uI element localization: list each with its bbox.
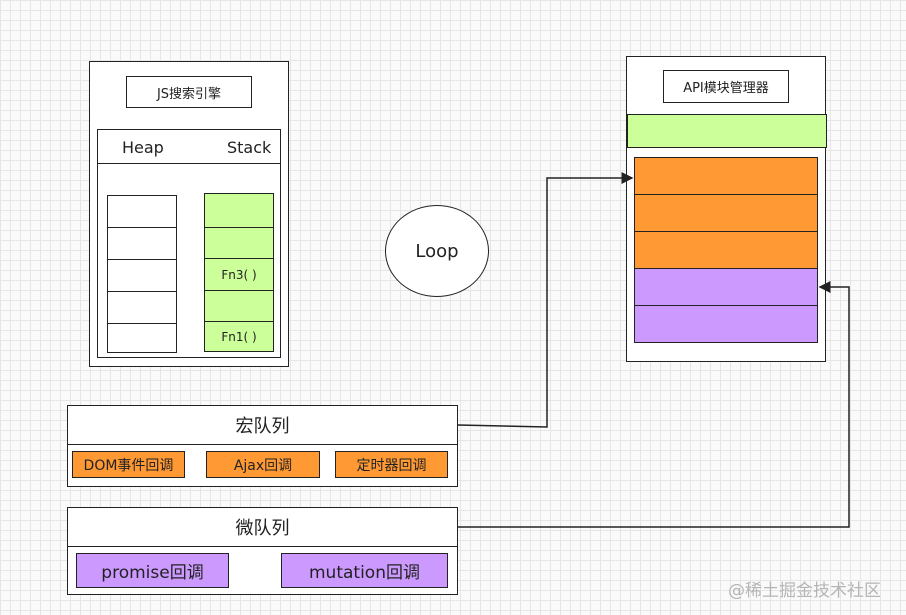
macro-queue-divider bbox=[67, 444, 458, 445]
stack-frame bbox=[204, 290, 274, 322]
heap-cell bbox=[107, 291, 177, 324]
heap-cell bbox=[107, 259, 177, 292]
micro-queue-divider bbox=[67, 546, 458, 547]
micro-item-mutation-callback: mutation回调 bbox=[281, 553, 448, 588]
heap-cell bbox=[107, 227, 177, 260]
heap-cell bbox=[107, 195, 177, 228]
api-slot-purple bbox=[634, 305, 818, 343]
stack-frame-fn1: Fn1( ) bbox=[204, 321, 274, 352]
micro-queue-title: 微队列 bbox=[235, 518, 290, 539]
macro-item-dom-callback: DOM事件回调 bbox=[72, 451, 185, 478]
heap-cell bbox=[107, 323, 177, 353]
watermark: @稀土掘金技术社区 bbox=[728, 581, 881, 601]
heap-stack-divider bbox=[97, 163, 281, 164]
macro-item-ajax-callback: Ajax回调 bbox=[206, 451, 320, 478]
event-loop-node: Loop bbox=[385, 205, 489, 297]
stack-frame bbox=[204, 227, 274, 259]
stack-frame-fn3: Fn3( ) bbox=[204, 258, 274, 291]
js-engine-title: JS搜索引擎 bbox=[126, 76, 252, 108]
micro-to-api-arrow bbox=[458, 281, 850, 528]
api-slot-green bbox=[627, 114, 827, 148]
micro-item-promise-callback: promise回调 bbox=[76, 553, 229, 588]
macro-queue-title: 宏队列 bbox=[235, 416, 290, 437]
macro-item-timer-callback: 定时器回调 bbox=[335, 451, 448, 478]
macro-to-api-arrow bbox=[457, 172, 634, 428]
stack-label: Stack bbox=[227, 138, 272, 157]
heap-label: Heap bbox=[122, 138, 164, 157]
api-slot-orange bbox=[634, 194, 818, 232]
api-manager-title: API模块管理器 bbox=[663, 70, 789, 103]
api-slot-orange bbox=[634, 157, 818, 195]
api-slot-purple bbox=[634, 268, 818, 306]
